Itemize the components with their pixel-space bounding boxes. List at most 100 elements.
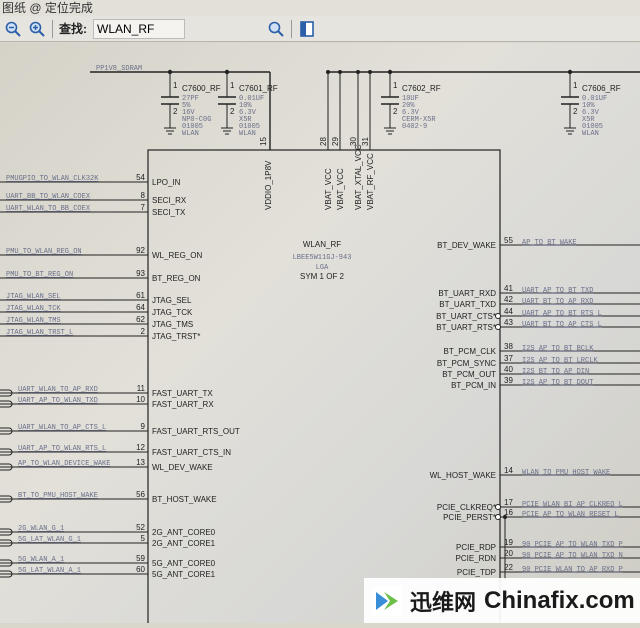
- find-input[interactable]: [93, 18, 185, 39]
- pin-name-5g_ant_core0: 5G_ANT_CORE0: [152, 559, 216, 568]
- pin-name-bt_uart_cts*: BT_UART_CTS*: [436, 312, 496, 321]
- capacitor-pin-number: 2: [573, 107, 578, 116]
- pin-name: VBAT_RF_VCC: [366, 153, 375, 210]
- pin-number: 10: [136, 395, 145, 404]
- pin-number: 52: [136, 523, 145, 532]
- pin-name-seci_rx: SECI_RX: [152, 196, 187, 205]
- pin-number: 56: [136, 490, 145, 499]
- pin-number: 41: [504, 284, 513, 293]
- pin-name-jtag_sel: JTAG_SEL: [152, 296, 192, 305]
- capacitor-ref: C7601_RF: [239, 84, 278, 93]
- pin-number: 31: [361, 137, 370, 146]
- net-label: BT_TO_PMU_HOST_WAKE: [18, 492, 98, 500]
- net-label: PCIE_AP_TO_WLAN_RESET_L: [522, 511, 619, 519]
- net-label: I2S_BT_TO_AP_DIN: [522, 368, 589, 376]
- net-label: JTAG_WLAN_SEL: [6, 293, 61, 301]
- zoom-in-icon[interactable]: [28, 20, 46, 38]
- pin-number: 2: [141, 327, 146, 336]
- capacitor-pin-number: 1: [230, 81, 235, 90]
- capacitor-value: X5R: [582, 116, 595, 124]
- capacitor-value: 10%: [239, 102, 252, 110]
- chip-package: LGA: [316, 264, 329, 272]
- pin-number: 60: [136, 565, 145, 574]
- pin-number: 92: [136, 246, 145, 255]
- capacitor-value: WLAN: [182, 130, 199, 138]
- pin-name-jtag_trst*: JTAG_TRST*: [152, 332, 200, 341]
- pin-name-fast_uart_cts_in: FAST_UART_CTS_IN: [152, 448, 231, 457]
- pin-name-2g_ant_core0: 2G_ANT_CORE0: [152, 528, 216, 537]
- pin-name-lpo_in: LPO_IN: [152, 178, 181, 187]
- net-label: 2G_WLAN_G_1: [18, 525, 64, 533]
- junction-dot: [368, 70, 372, 74]
- pin-number: 43: [504, 318, 513, 327]
- pin-number: 8: [141, 191, 146, 200]
- pin-name-bt_uart_rts*: BT_UART_RTS*: [436, 323, 496, 332]
- net-label: I2S_AP_TO_BT_BCLK: [522, 345, 594, 353]
- capacitor-value: 6.3V: [239, 109, 257, 117]
- pin-number: 12: [136, 443, 145, 452]
- pin-number: 42: [504, 295, 513, 304]
- chip-body: [147, 149, 501, 628]
- pin-number: 44: [504, 307, 513, 316]
- junction-dot: [326, 70, 330, 74]
- inverted-pin-bubble: [495, 514, 501, 520]
- find-label: 查找:: [59, 22, 87, 36]
- net-label: JTAG_WLAN_TCK: [6, 305, 61, 313]
- toolbar-divider: [52, 19, 53, 38]
- pin-name-bt_pcm_sync: BT_PCM_SYNC: [437, 359, 496, 368]
- net-label: JTAG_WLAN_TRST_L: [6, 329, 73, 337]
- net-label: UART_AP_TO_WLAN_RTS_L: [18, 445, 106, 453]
- pin-number: 62: [136, 315, 145, 324]
- capacitor-value: 6.3V: [582, 109, 600, 117]
- capacitor-pin-number: 2: [230, 107, 235, 116]
- net-label: 90_PCIE_AP_TO_WLAN_TXD_N: [522, 552, 623, 560]
- net-label: I2S_AP_TO_BT_LRCLK: [522, 357, 598, 365]
- net-label: UART_WLAN_TO_BB_COEX: [6, 205, 91, 213]
- pin-name-pcie_tdp: PCIE_TDP: [457, 568, 496, 577]
- net-label: 90_PCIE_WLAN_TO_AP_RXD_P: [522, 566, 623, 574]
- pin-number: 28: [319, 137, 328, 146]
- pin-name-fast_uart_tx: FAST_UART_TX: [152, 389, 213, 398]
- pin-number: 55: [504, 236, 513, 245]
- pin-number: 39: [504, 376, 513, 385]
- pin-name: VBAT_VCC: [336, 168, 345, 210]
- net-label: UART_AP_TO_BT_TXD: [522, 287, 593, 295]
- find-search-icon[interactable]: [267, 20, 285, 38]
- net-label: 90_PCIE_AP_TO_WLAN_TXD_P: [522, 541, 623, 549]
- net-label: UART_WLAN_TO_AP_RXD: [18, 386, 98, 394]
- pin-number: 11: [137, 384, 146, 393]
- capacitor-value: 10UF: [402, 95, 419, 103]
- net-label: PCIE_WLAN_BI_AP_CLKREQ_L: [522, 501, 623, 509]
- pin-name-5g_ant_core1: 5G_ANT_CORE1: [152, 570, 216, 579]
- capacitor-value: NP0-C0G: [182, 116, 211, 124]
- junction-dot: [356, 70, 360, 74]
- net-label: UART_BT_TO_AP_RXD: [522, 298, 593, 306]
- net-label: 5G_LAT_WLAN_G_1: [18, 536, 81, 544]
- chip-symbol-index: SYM 1 OF 2: [300, 272, 345, 281]
- pin-number: 93: [136, 269, 145, 278]
- pin-number: 37: [504, 354, 513, 363]
- net-label: UART_BB_TO_WLAN_COEX: [6, 193, 91, 201]
- pin-name-2g_ant_core1: 2G_ANT_CORE1: [152, 539, 216, 548]
- offpage-connector: [0, 528, 13, 536]
- pin-name-bt_host_wake: BT_HOST_WAKE: [152, 495, 217, 504]
- zoom-out-icon[interactable]: [4, 20, 22, 38]
- net-label: 5G_WLAN_A_1: [18, 556, 64, 564]
- pin-name-bt_pcm_clk: BT_PCM_CLK: [444, 347, 497, 356]
- panel-toggle-icon[interactable]: [298, 20, 316, 38]
- capacitor-value: 20%: [402, 102, 415, 110]
- net-label: PMU_TO_BT_REG_ON: [6, 271, 73, 279]
- offpage-connector: [0, 539, 13, 547]
- net-label: AP_TO_BT_WAKE: [522, 239, 577, 247]
- watermark-en: Chinafix.com: [484, 586, 635, 614]
- net-label: PMUGPIO_TO_WLAN_CLK32K: [6, 175, 99, 183]
- capacitor-value: 16V: [182, 109, 195, 117]
- capacitor-value: 5%: [182, 102, 191, 110]
- pin-number: 19: [504, 538, 513, 547]
- offpage-connector: [0, 448, 13, 456]
- net-label: PMU_TO_WLAN_REG_ON: [6, 248, 82, 256]
- pin-number: 59: [136, 554, 145, 563]
- chip-part-number: LBEE5W11GJ-943: [293, 254, 352, 262]
